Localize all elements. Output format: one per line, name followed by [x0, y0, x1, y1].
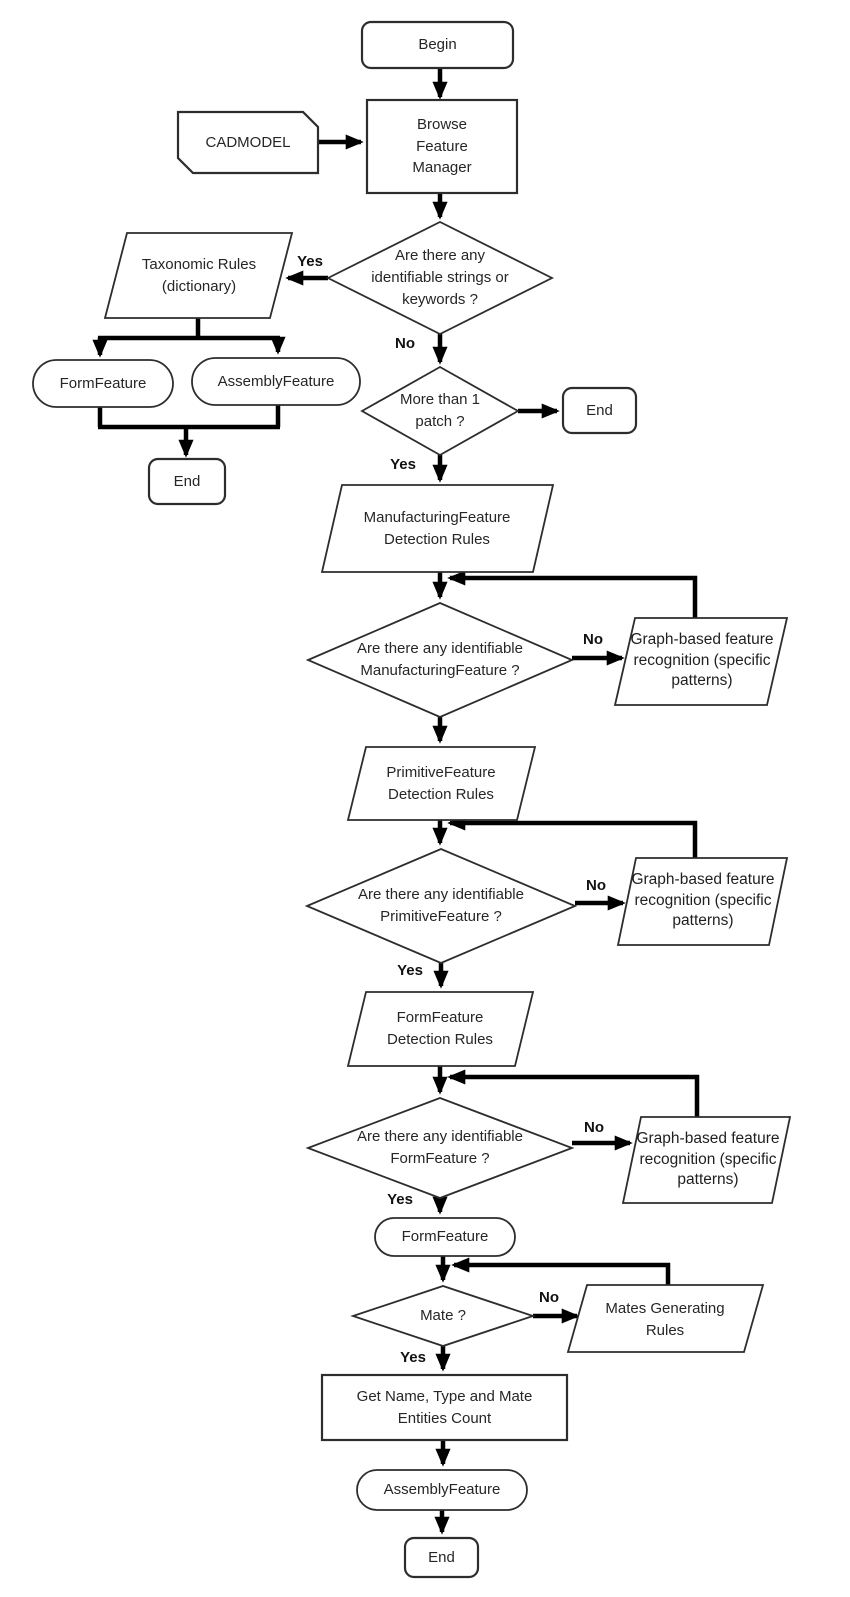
edge-mates-loopback [451, 1257, 671, 1287]
patch-yes-label: Yes [390, 455, 416, 473]
mate-decision-diamond [350, 1285, 536, 1347]
assemblyfeature-stadium [356, 1469, 528, 1511]
mate-yes-label: Yes [400, 1348, 426, 1366]
graph2-parallelogram [616, 857, 789, 946]
strings-decision-diamond [325, 220, 555, 336]
assemblyfeature-left-stadium [191, 357, 361, 406]
browse-process-shape [365, 98, 519, 195]
cadmodel-card-shape [176, 110, 320, 175]
mates-rules-parallelogram [566, 1284, 765, 1353]
begin-terminator-shape [360, 20, 515, 70]
ff-decision-diamond [305, 1097, 575, 1199]
graph3-parallelogram [621, 1116, 792, 1204]
taxonomic-parallelogram [103, 232, 294, 319]
pf-no-label: No [586, 876, 606, 894]
edge-graph3-loopback [447, 1069, 700, 1119]
end-bottom-terminator-shape [403, 1536, 480, 1579]
mf-decision-diamond [305, 602, 575, 718]
graph1-parallelogram [613, 617, 789, 706]
edge-graph1-loopback [447, 570, 698, 620]
mate-no-label: No [539, 1288, 559, 1306]
ff-no-label: No [584, 1118, 604, 1136]
mfdr-parallelogram [320, 484, 555, 573]
end-right-terminator-shape [561, 386, 638, 435]
formfeature-stadium [374, 1217, 516, 1257]
pf-yes-label: Yes [397, 961, 423, 979]
end-left-terminator-shape [147, 457, 227, 506]
patch-decision-diamond [360, 365, 520, 457]
edge-graph2-loopback [447, 815, 698, 860]
strings-yes-label: Yes [297, 252, 323, 270]
strings-no-label: No [395, 334, 415, 352]
pf-decision-diamond [304, 848, 578, 964]
ff-yes-label: Yes [387, 1190, 413, 1208]
getname-process-shape [320, 1373, 569, 1442]
pfdr-parallelogram [346, 746, 537, 821]
ffdr-parallelogram [346, 991, 535, 1067]
mf-no-label: No [583, 630, 603, 648]
formfeature-left-stadium [32, 359, 174, 408]
